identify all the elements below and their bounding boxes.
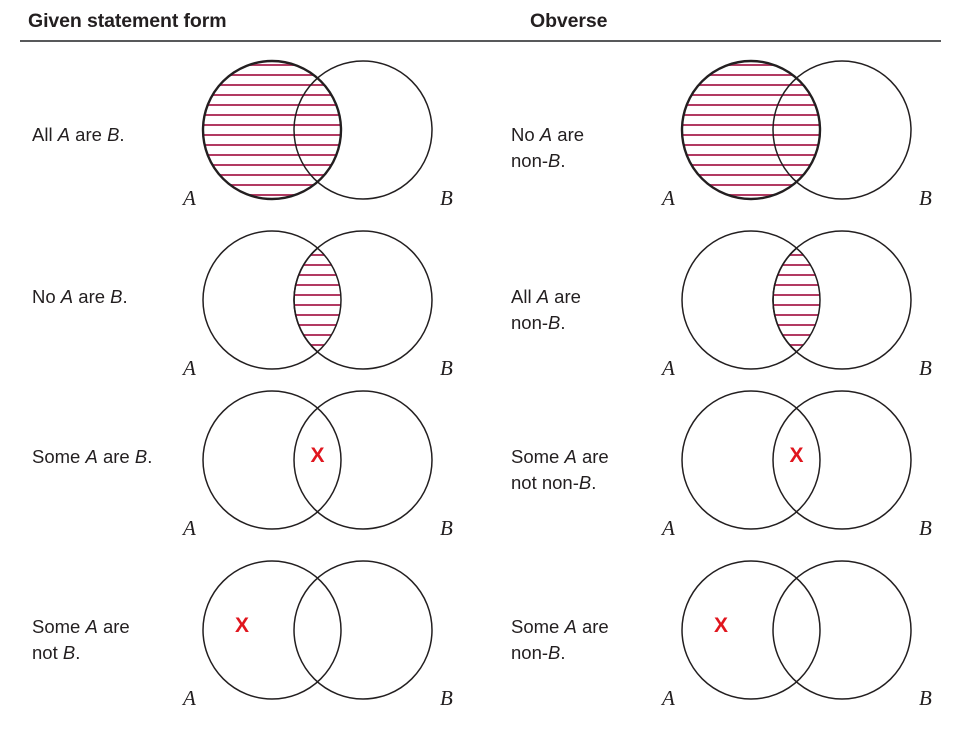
x-mark: X <box>789 444 803 467</box>
circle-a-label: A <box>660 356 675 380</box>
circle-b <box>772 560 912 700</box>
circle-b-label: B <box>919 516 932 540</box>
statement-text-given-statement: Some A are not B. <box>32 616 130 663</box>
cell-given-statement: No A are B. A B <box>0 222 479 382</box>
venn-diagram-given-statement-row1: A B <box>181 59 453 210</box>
x-mark: X <box>235 614 249 637</box>
venn-diagram-given-statement-row4: X A B <box>181 560 453 710</box>
circle-b-label: B <box>440 356 453 380</box>
hatch-intersection <box>294 233 341 367</box>
cell-obverse: All A are non-B. A <box>479 222 958 382</box>
statement-text-given-statement: All A are B. <box>32 124 125 145</box>
venn-diagram-given-statement-row3: X A B <box>181 390 453 540</box>
circle-b-label: B <box>919 356 932 380</box>
circle-a-label: A <box>181 686 196 710</box>
circle-a <box>202 560 342 700</box>
circle-a-label: A <box>181 186 196 210</box>
table-row: Some A are B. X A B So <box>0 382 958 552</box>
circle-b-label: B <box>440 516 453 540</box>
cell-obverse: Some A are non-B. X A B <box>479 552 958 742</box>
venn-diagram-given-statement-row2: A B <box>181 230 453 380</box>
cell-given-statement: Some A are not B. X A B <box>0 552 479 742</box>
circle-a <box>201 59 343 201</box>
circle-a <box>680 59 822 201</box>
circle-a-label: A <box>181 356 196 380</box>
circle-b-label: B <box>440 186 453 210</box>
statement-text-obverse: Some A are not non-B. <box>511 446 609 493</box>
circle-b-label: B <box>919 186 932 210</box>
table-row: All A are B. <box>0 52 958 222</box>
circle-b <box>772 60 912 200</box>
venn-diagram-obverse-row2: A B <box>660 230 932 380</box>
statement-text-obverse: All A are non-B. <box>511 286 581 333</box>
cell-given-statement: Some A are B. X A B <box>0 382 479 552</box>
circle-a <box>202 230 342 370</box>
header-divider <box>20 40 941 42</box>
circle-b-label: B <box>919 686 932 710</box>
table-row: No A are B. A B <box>0 222 958 382</box>
circle-a <box>681 560 821 700</box>
venn-diagram-obverse-row1: A B <box>660 59 932 210</box>
statement-text-obverse: No A are non-B. <box>511 124 585 171</box>
intersection-edge <box>293 247 319 353</box>
statement-text-obverse: Some A are non-B. <box>511 616 609 663</box>
circle-a <box>681 390 821 530</box>
circle-b-label: B <box>440 686 453 710</box>
circle-b <box>293 60 433 200</box>
statement-text-given-statement: Some A are B. <box>32 446 153 467</box>
hatch-a-only <box>203 63 341 197</box>
table-row: Some A are not B. X A B <box>0 552 958 742</box>
circle-a-label: A <box>660 186 675 210</box>
circle-a-label: A <box>181 516 196 540</box>
intersection-edge <box>772 247 798 353</box>
x-mark: X <box>714 614 728 637</box>
circle-a-label: A <box>660 686 675 710</box>
circle-b <box>293 390 433 530</box>
column-header-obverse: Obverse <box>530 10 608 32</box>
hatch-a-only <box>682 63 820 197</box>
circle-a <box>202 390 342 530</box>
hatch-intersection <box>773 233 820 367</box>
table-header: Given statement form Obverse <box>0 0 958 42</box>
x-mark: X <box>310 444 324 467</box>
cell-obverse: Some A are not non-B. X A B <box>479 382 958 552</box>
cell-obverse: No A are non-B. <box>479 52 958 222</box>
venn-diagram-obverse-row4: X A B <box>660 560 932 710</box>
column-header-given-statement-form: Given statement form <box>28 10 227 32</box>
cell-given-statement: All A are B. <box>0 52 479 222</box>
venn-diagram-obverse-row3: X A B <box>660 390 932 540</box>
statement-text-given-statement: No A are B. <box>32 286 128 307</box>
circle-a-label: A <box>660 516 675 540</box>
circle-a <box>681 230 821 370</box>
circle-b <box>772 390 912 530</box>
circle-b <box>293 560 433 700</box>
